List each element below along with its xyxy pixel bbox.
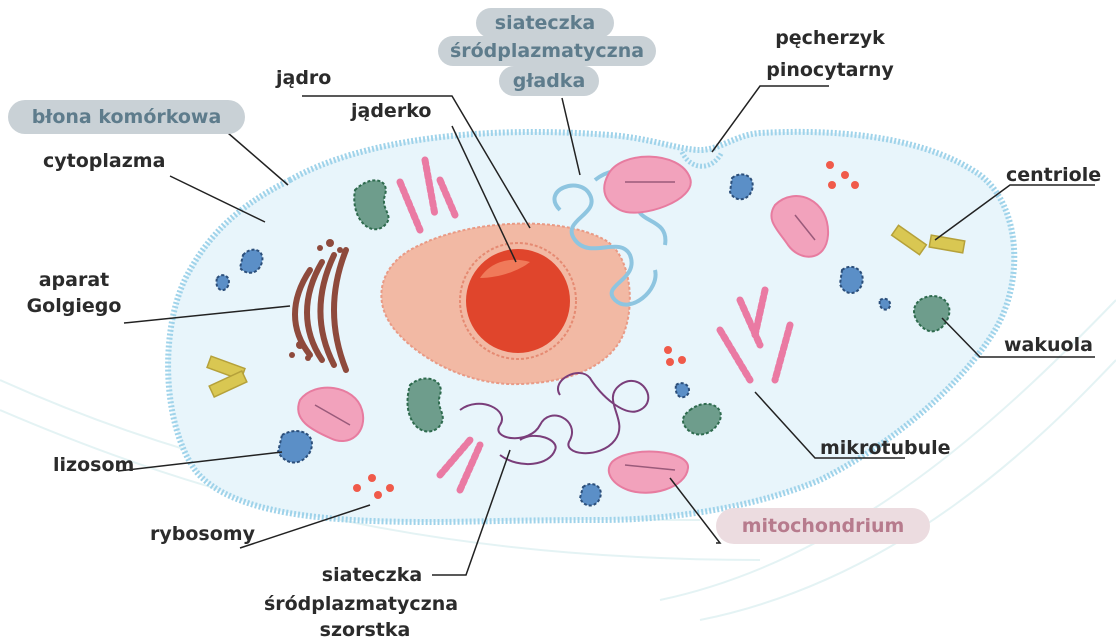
label-microtubules: mikrotubule [820, 436, 951, 460]
label-nucleolus: jąderko [351, 99, 431, 123]
label-smooth-er-line2: śródplazmatyczna [438, 36, 656, 66]
label-rough-er-line3: szorstka [300, 618, 430, 642]
label-smooth-er-line3: gładka [499, 66, 599, 96]
label-lysosome: lizosom [53, 453, 134, 477]
label-rough-er-line2: śródplazmatyczna [246, 592, 476, 616]
label-pinocytic-line2: pinocytarny [755, 58, 905, 82]
label-golgi-line1: aparat [22, 268, 126, 292]
label-vacuole: wakuola [1004, 333, 1093, 357]
label-smooth-er-line1: siateczka [476, 8, 614, 38]
label-rough-er-line1: siateczka [312, 563, 432, 587]
label-pinocytic-line1: pęcherzyk [760, 26, 900, 50]
label-golgi-line2: Golgiego [22, 294, 126, 318]
label-ribosomes: rybosomy [150, 522, 255, 546]
label-cell-membrane: błona komórkowa [8, 100, 245, 134]
label-nucleus: jądro [276, 66, 331, 90]
label-cytoplasm: cytoplazma [43, 149, 165, 173]
label-mitochondrion: mitochondrium [716, 508, 930, 544]
label-centrioles: centriole [1006, 163, 1101, 187]
